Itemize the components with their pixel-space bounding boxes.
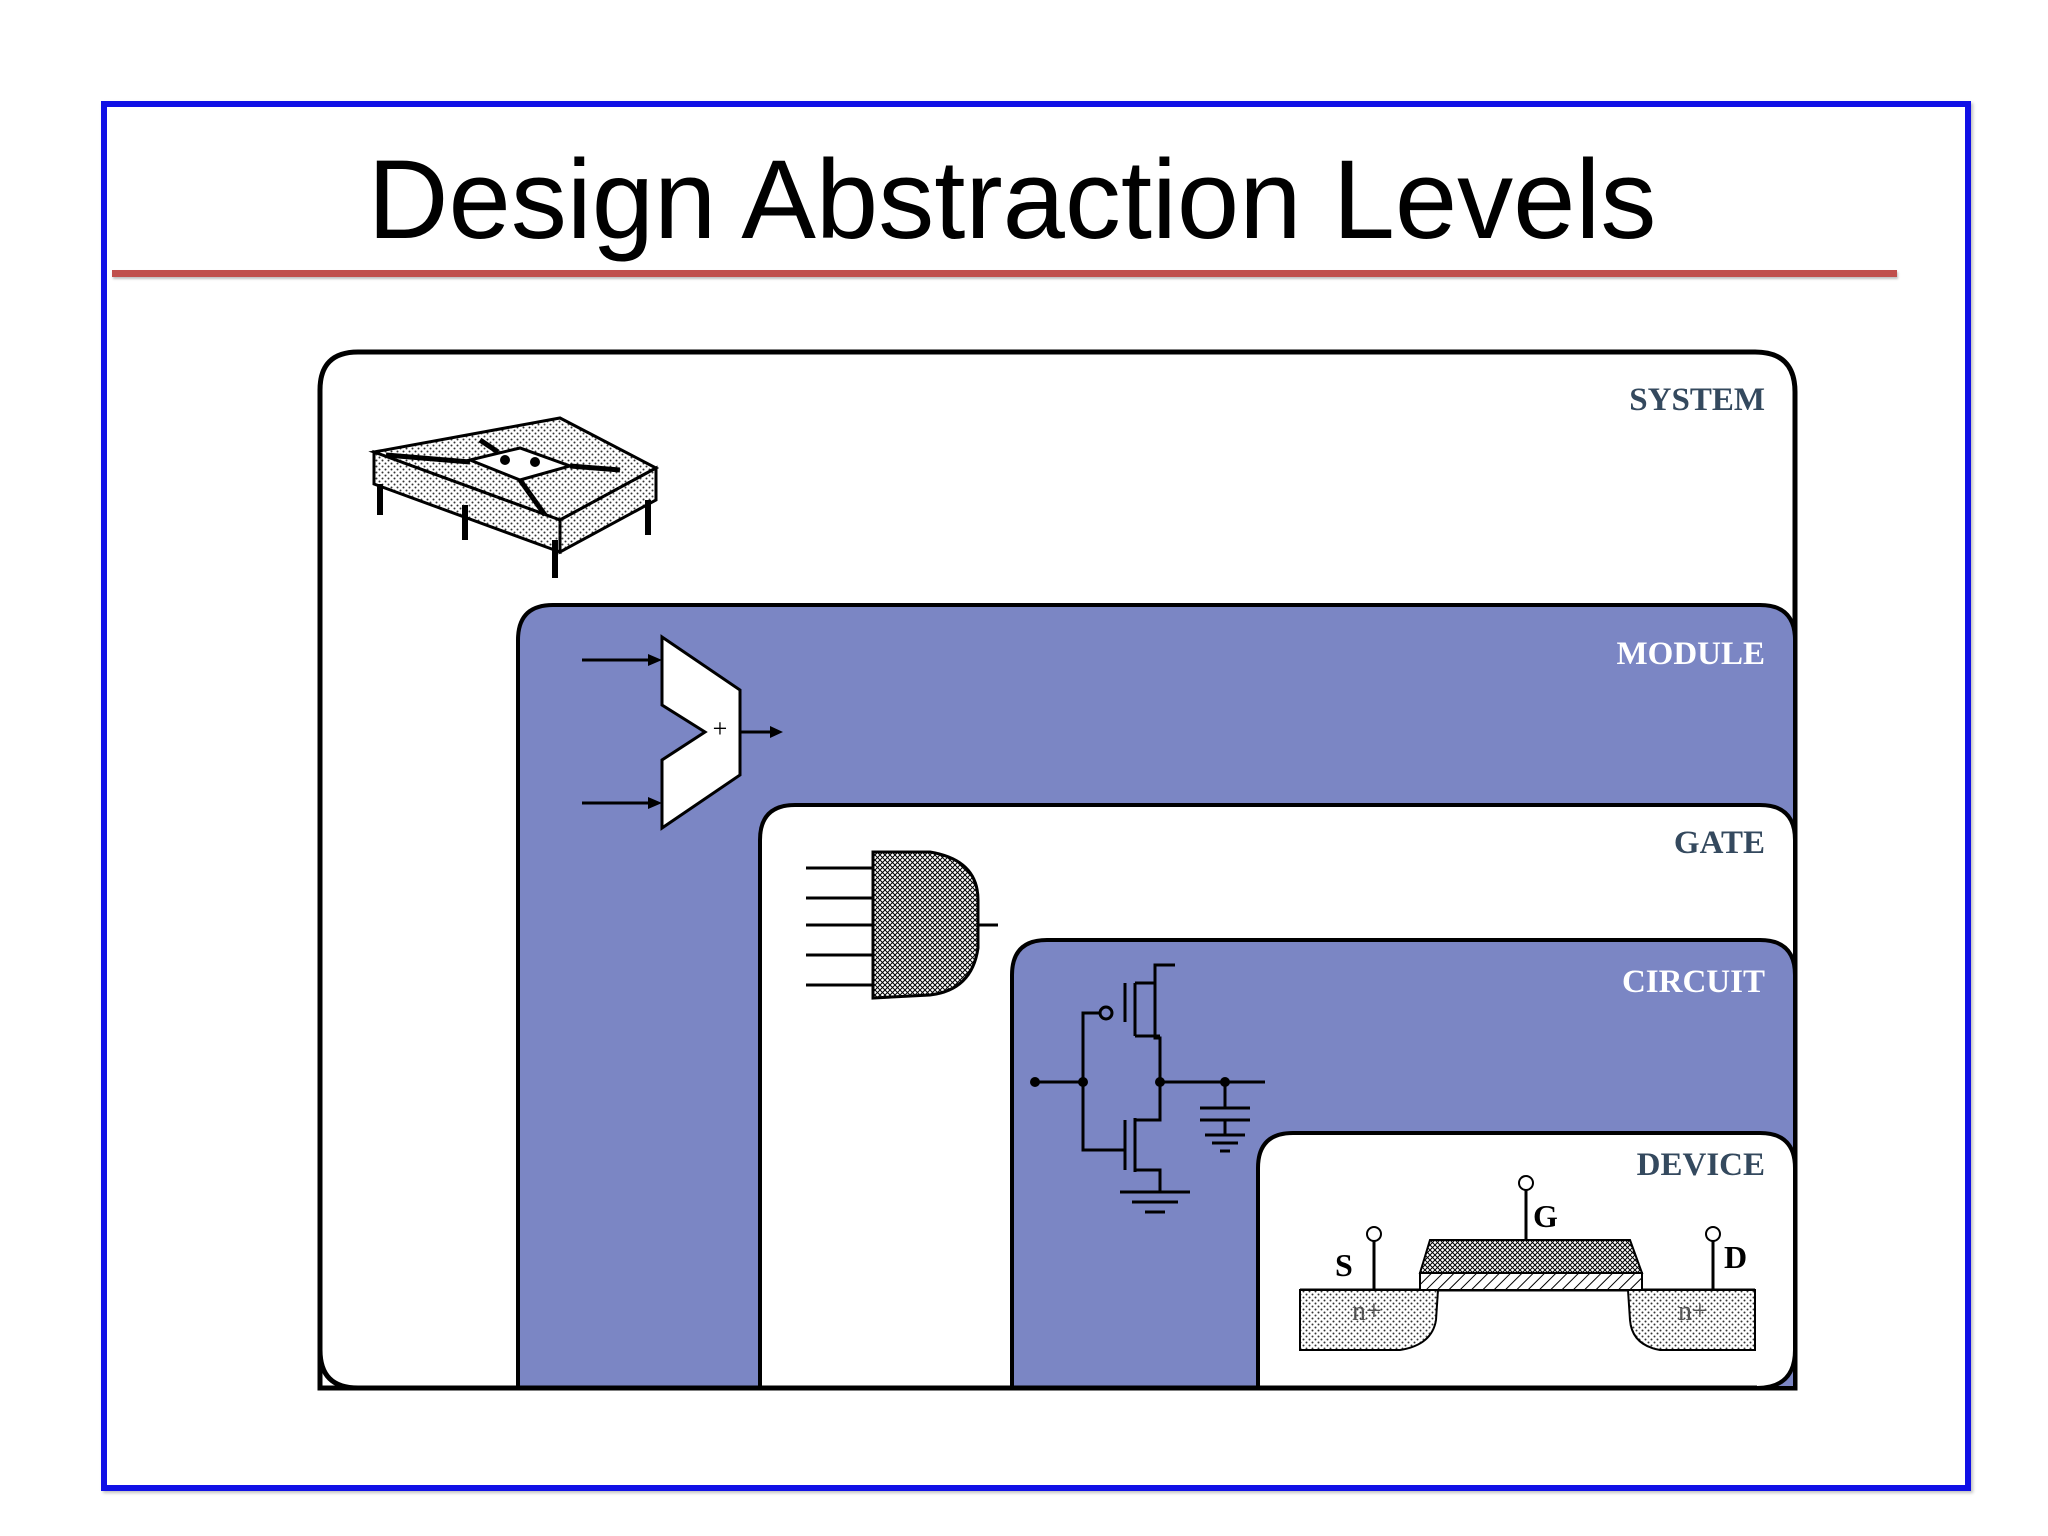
- slide-title: Design Abstraction Levels: [367, 137, 1657, 262]
- adder-symbol: +: [713, 714, 728, 743]
- circuit-nodes: [1030, 1077, 1230, 1087]
- level-label-gate: GATE: [1674, 825, 1765, 861]
- adder-icon: +: [582, 634, 783, 831]
- chip-package-icon: [368, 416, 660, 578]
- inverter-schematic-icon: [1035, 963, 1265, 1214]
- level-label-device: DEVICE: [1637, 1147, 1765, 1183]
- and-gate-icon: [806, 850, 998, 1000]
- level-label-circuit: CIRCUIT: [1622, 964, 1765, 1000]
- slide-frame: [101, 101, 1971, 1491]
- mos-transistor-icon: [1299, 1175, 1756, 1351]
- drain-terminal-label: D: [1724, 1239, 1747, 1275]
- level-label-module: MODULE: [1617, 636, 1766, 672]
- source-terminal-label: S: [1335, 1247, 1353, 1283]
- title-underline: [112, 270, 1897, 277]
- level-label-system: SYSTEM: [1629, 382, 1765, 418]
- drain-region-label: n+: [1678, 1296, 1708, 1327]
- gate-terminal-label: G: [1533, 1198, 1558, 1234]
- source-region-label: n+: [1352, 1296, 1382, 1327]
